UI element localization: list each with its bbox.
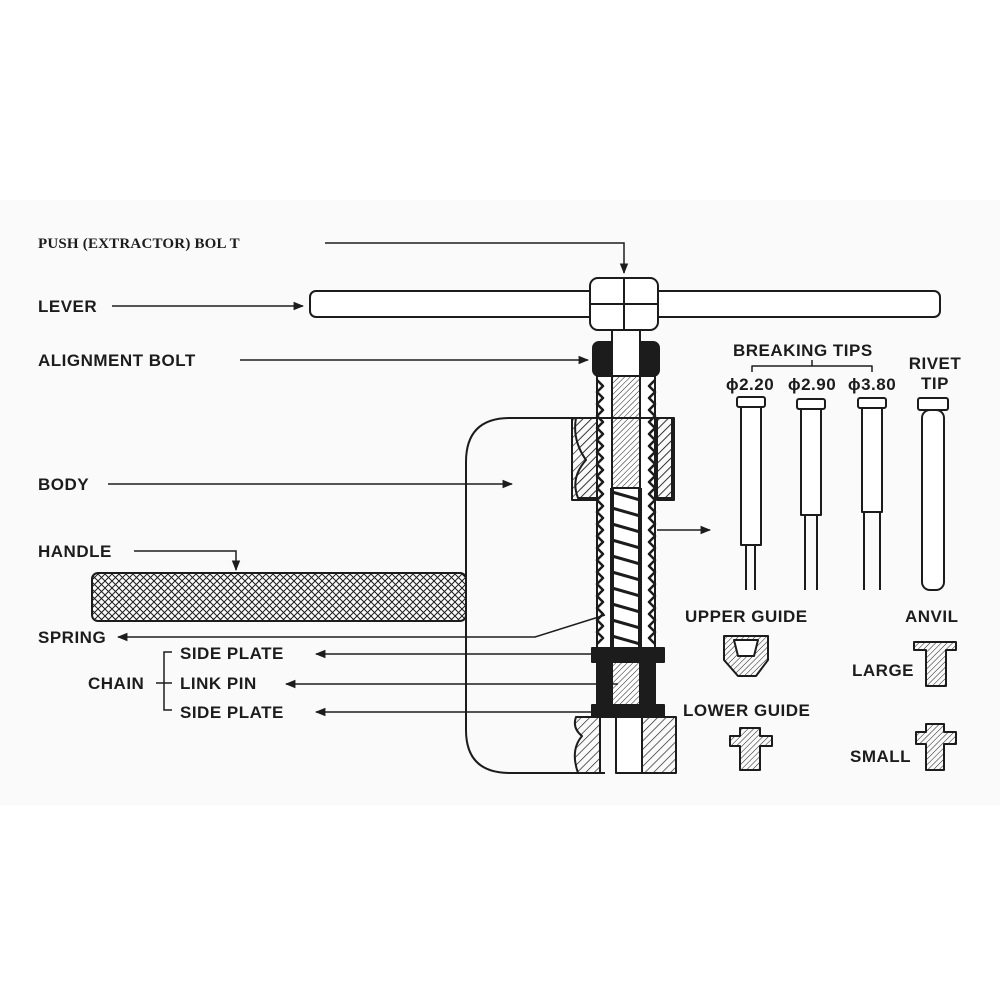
breaking-tip-220 <box>736 396 766 590</box>
label-link-pin: LINK PIN <box>180 674 257 693</box>
label-large: LARGE <box>852 661 914 680</box>
anvil-large <box>913 641 957 687</box>
label-tip-380: ϕ3.80 <box>847 375 897 394</box>
lower-body-block <box>573 716 601 774</box>
label-side-plate-bottom: SIDE PLATE <box>180 703 284 722</box>
chain-lower-plate <box>591 704 665 718</box>
breaking-tips-bracket <box>751 360 873 372</box>
label-alignment-bolt: ALIGNMENT BOLT <box>38 351 196 370</box>
rivet-tip <box>917 397 949 591</box>
handle-leader <box>134 550 241 572</box>
label-rivet: RIVET <box>908 354 962 373</box>
label-tip-290: ϕ2.90 <box>787 375 837 394</box>
breaking-tip-290 <box>796 398 826 590</box>
handle-knurled <box>91 572 467 622</box>
label-rivet-tip: TIP <box>921 374 949 393</box>
label-tip-220: ϕ2.20 <box>725 375 775 394</box>
label-breaking-tips: BREAKING TIPS <box>733 341 873 360</box>
label-anvil: ANVIL <box>905 607 959 626</box>
label-side-plate-top: SIDE PLATE <box>180 644 284 663</box>
chain-brace <box>156 651 172 711</box>
chain-upper-plate <box>591 647 665 663</box>
label-lower-guide: LOWER GUIDE <box>683 701 811 720</box>
label-handle: HANDLE <box>38 542 112 561</box>
label-body: BODY <box>38 475 90 494</box>
spring-leader <box>116 614 606 642</box>
push-bolt-leader <box>325 242 629 275</box>
spring-coil <box>611 490 641 646</box>
label-upper-guide: UPPER GUIDE <box>685 607 808 626</box>
anvil-small <box>915 723 957 771</box>
label-spring: SPRING <box>38 628 107 647</box>
label-small: SMALL <box>850 747 912 766</box>
lower-guide <box>729 727 773 771</box>
label-lever: LEVER <box>38 297 98 316</box>
label-push-extractor-bolt: PUSH (EXTRACTOR) BOL T <box>38 236 240 252</box>
label-chain: CHAIN <box>88 674 145 693</box>
breaking-tip-380 <box>857 397 887 590</box>
